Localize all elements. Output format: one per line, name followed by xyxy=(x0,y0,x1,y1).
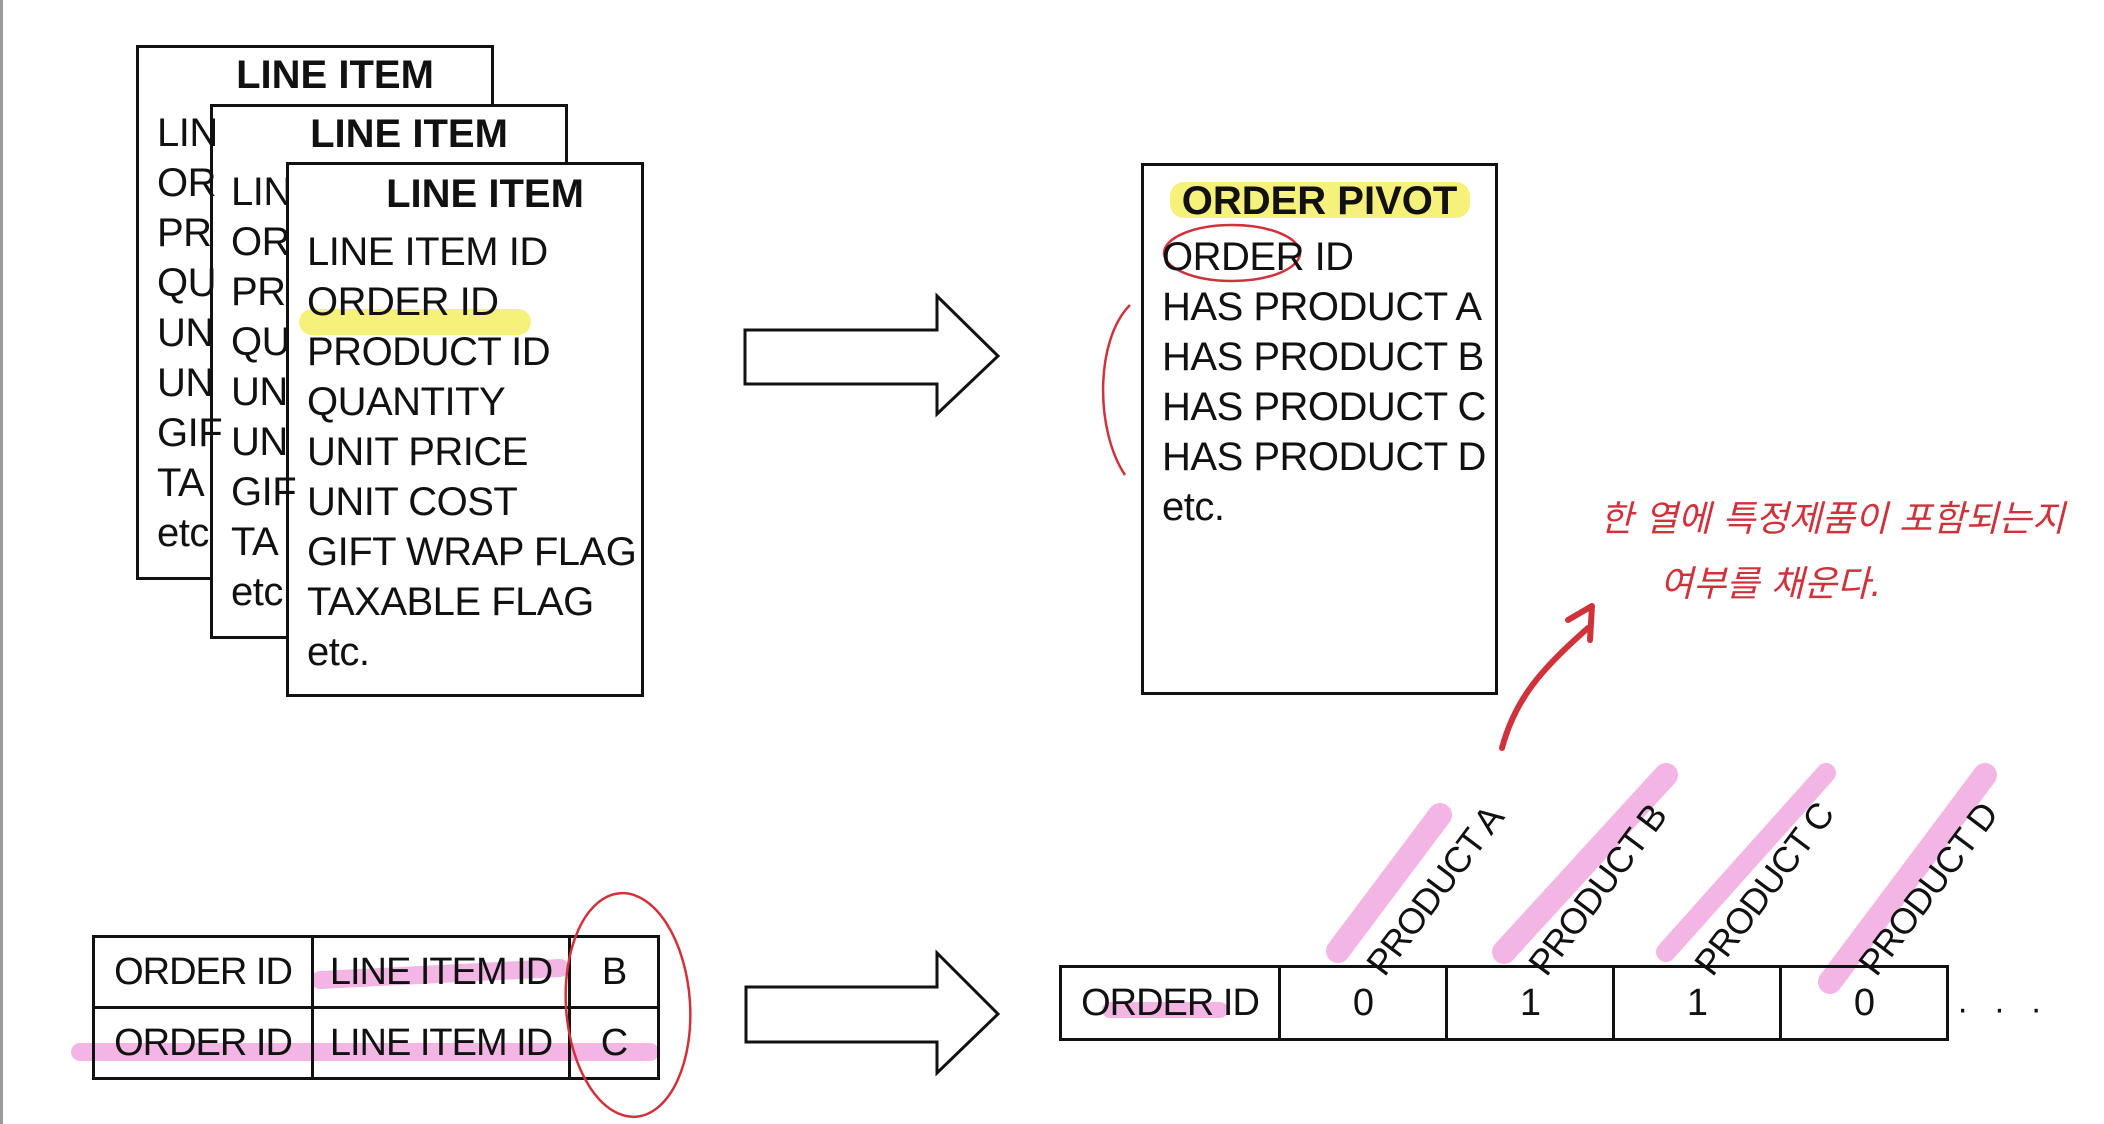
card-field: ORDER ID xyxy=(307,280,499,324)
table-cell: B xyxy=(568,935,660,1009)
card-field: OR xyxy=(231,220,291,264)
line-item-table: ORDER ID LINE ITEM ID B ORDER ID LINE IT… xyxy=(92,935,660,1080)
pivot-field: etc. xyxy=(1162,485,1225,529)
card-field: UN xyxy=(231,370,288,414)
table-cell: ORDER ID xyxy=(92,935,314,1009)
pivot-field: HAS PRODUCT A xyxy=(1162,285,1482,329)
card-field: GIFT WRAP FLAG xyxy=(307,530,637,574)
card-field: UNIT PRICE xyxy=(307,430,528,474)
annotation-line-1: 한 열에 특정제품이 포함되는지 xyxy=(1600,499,2065,540)
table-cell: 0 xyxy=(1278,965,1448,1041)
annotation-arrow-head xyxy=(1565,603,1595,643)
card-field: PR xyxy=(231,270,286,314)
card-field: LIN xyxy=(157,111,218,155)
table-cell: LINE ITEM ID xyxy=(311,1006,571,1080)
table-row: ORDER ID LINE ITEM ID C xyxy=(92,1006,660,1080)
transform-arrow-bottom xyxy=(744,949,1001,1077)
left-edge-bar xyxy=(0,0,3,1124)
table-row: ORDER ID 0 1 1 0 xyxy=(1059,965,1949,1041)
line-item-card-front: LINE ITEM LINE ITEM ID ORDER ID PRODUCT … xyxy=(286,162,644,697)
order-pivot-card: ORDER PIVOT ORDER ID HAS PRODUCT A HAS P… xyxy=(1141,163,1498,695)
transform-arrow-top xyxy=(743,292,1001,418)
line-item-card-middle: LINE ITEM LIN OR PR QU UN UN GIF TA etc xyxy=(210,104,568,639)
bc-column-circle xyxy=(564,891,692,1119)
card-field: TAXABLE FLAG xyxy=(307,580,594,624)
table-row: ORDER ID LINE ITEM ID B xyxy=(92,935,660,1009)
pivot-field: HAS PRODUCT D xyxy=(1162,435,1486,479)
card-field: GIF xyxy=(157,411,223,455)
table-cell: LINE ITEM ID xyxy=(311,935,571,1009)
pivot-field: ORDER ID xyxy=(1162,235,1354,279)
pivot-title: ORDER PIVOT xyxy=(1181,179,1458,223)
card-field: UNIT COST xyxy=(307,480,518,524)
card-field: LIN xyxy=(231,170,292,214)
fields-bracket xyxy=(1101,304,1131,476)
table-cell: ORDER ID xyxy=(92,1006,314,1080)
order-pivot-table: ORDER ID 0 1 1 0 xyxy=(1059,965,1949,1041)
table-cell: 0 xyxy=(1779,965,1949,1041)
pivot-field: HAS PRODUCT C xyxy=(1162,385,1486,429)
card-field: GIF xyxy=(231,470,297,514)
card-title: LINE ITEM xyxy=(310,112,508,156)
card-field: QU xyxy=(157,261,217,305)
more-ellipsis: · · · xyxy=(1957,990,2050,1028)
card-field: TA xyxy=(157,461,205,505)
pivot-field: HAS PRODUCT B xyxy=(1162,335,1484,379)
card-field: UN xyxy=(157,311,214,355)
table-cell: 1 xyxy=(1612,965,1782,1041)
card-field: etc. xyxy=(307,630,370,674)
order-id-circle xyxy=(1162,223,1302,283)
card-field: etc xyxy=(231,570,283,614)
annotation-line-2: 여부를 채운다. xyxy=(1660,564,1882,605)
order-id-highlight xyxy=(299,309,531,335)
card-field: UN xyxy=(157,361,214,405)
card-field: OR xyxy=(157,161,217,205)
card-field: PRODUCT ID xyxy=(307,330,551,374)
annotation-arrow xyxy=(1499,625,1591,751)
table-cell: 1 xyxy=(1445,965,1615,1041)
card-field: QUANTITY xyxy=(307,380,506,424)
pivot-title-highlight xyxy=(1170,182,1470,218)
card-field: etc xyxy=(157,511,209,555)
card-field: LINE ITEM ID xyxy=(307,230,548,274)
table-cell: ORDER ID xyxy=(1059,965,1281,1041)
card-field: PR xyxy=(157,211,212,255)
card-field: UN xyxy=(231,420,288,464)
card-title: LINE ITEM xyxy=(386,172,584,216)
card-field: QU xyxy=(231,320,291,364)
card-field: TA xyxy=(231,520,279,564)
line-item-card-back: LINE ITEM LIN OR PR QU UN UN GIF TA etc xyxy=(136,45,494,580)
card-title: LINE ITEM xyxy=(236,53,434,97)
